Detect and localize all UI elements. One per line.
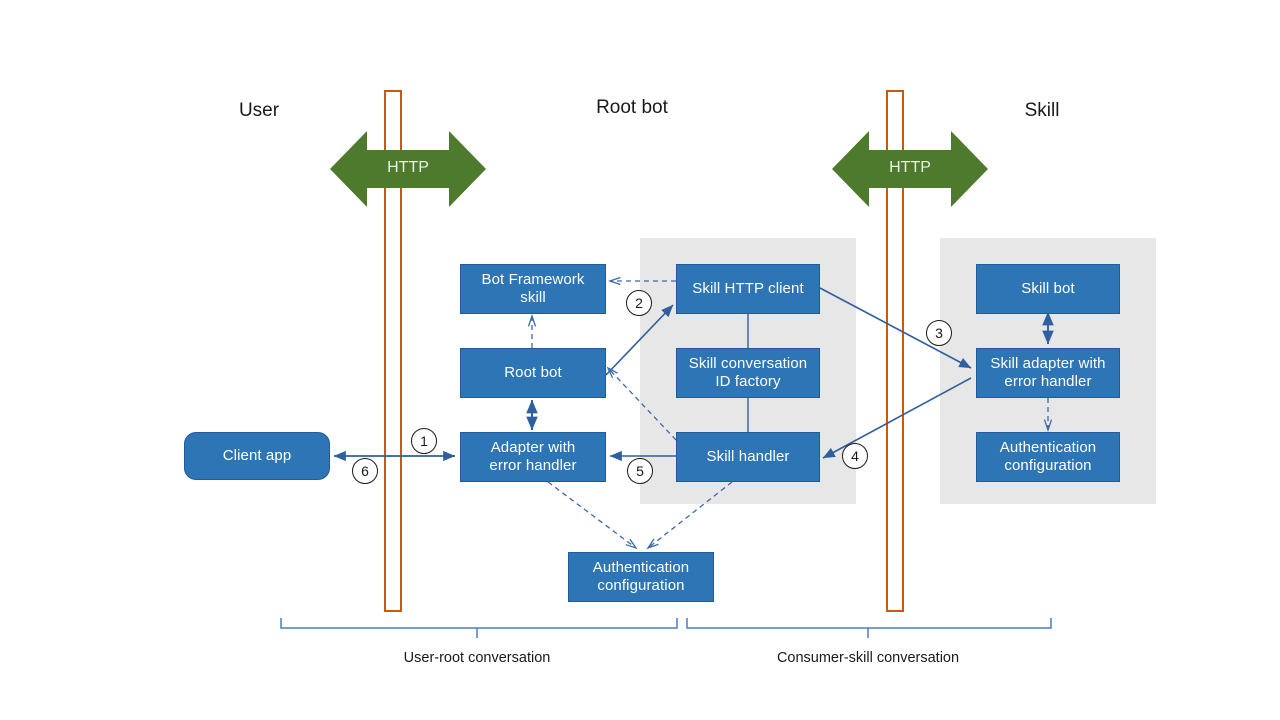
node-skill-handler[interactable]: Skill handler <box>676 432 820 482</box>
bracket-label-consumer-skill: Consumer-skill conversation <box>776 650 960 666</box>
node-skill-http-client[interactable]: Skill HTTP client <box>676 264 820 314</box>
bracket-label-user-root: User-root conversation <box>403 650 551 666</box>
step-badge-1: 1 <box>411 428 437 454</box>
node-client-app-label: Client app <box>222 446 292 464</box>
header-root-bot: Root bot <box>596 97 668 118</box>
bracket-consumer-skill <box>686 618 1052 629</box>
http-label-skill: HTTP <box>889 159 931 176</box>
bracket-user-root <box>280 618 678 629</box>
node-skill-http-client-label: Skill HTTP client <box>692 279 804 297</box>
step-badge-6: 6 <box>352 458 378 484</box>
header-skill: Skill <box>1024 100 1060 121</box>
connector-adapter-to-authconfig <box>547 481 636 548</box>
user-boundary-lane <box>384 90 402 612</box>
http-label-user: HTTP <box>387 159 429 176</box>
step-badge-3: 3 <box>926 320 952 346</box>
node-skill-handler-label: Skill handler <box>706 447 790 465</box>
node-skill-bot[interactable]: Skill bot <box>976 264 1120 314</box>
node-root-bot[interactable]: Root bot <box>460 348 606 398</box>
node-root-bot-label: Root bot <box>504 363 562 381</box>
step-badge-2: 2 <box>626 290 652 316</box>
node-skill-bot-label: Skill bot <box>1021 279 1075 297</box>
step-badge-4: 4 <box>842 443 868 469</box>
header-user: User <box>238 100 280 121</box>
node-client-app[interactable]: Client app <box>184 432 330 480</box>
step-badge-5: 5 <box>627 458 653 484</box>
